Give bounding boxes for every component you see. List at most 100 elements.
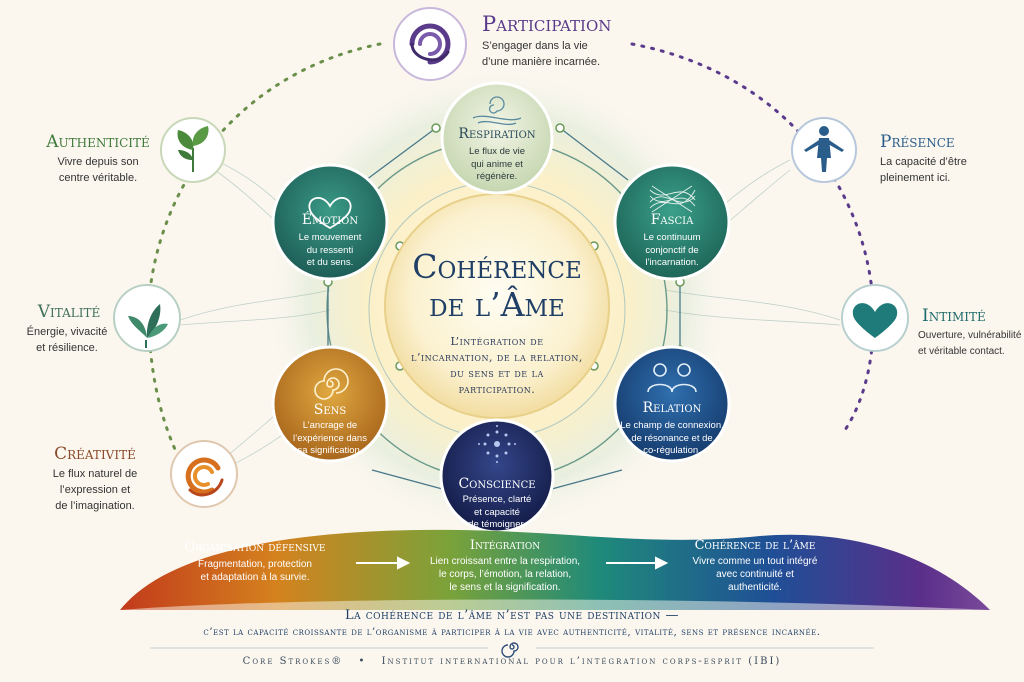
participation-circle bbox=[393, 7, 467, 81]
creativite-desc-2: l’expression et bbox=[59, 484, 131, 496]
node-links bbox=[327, 127, 681, 491]
emotion-desc: Le mouvement du ressenti et du sens. bbox=[285, 232, 375, 270]
emotion-title: Émotion bbox=[301, 212, 359, 228]
band-left-desc-2: et adaptation à la survie. bbox=[200, 572, 310, 583]
outer-dotted-arc-right bbox=[630, 42, 875, 432]
leaves-icon bbox=[128, 304, 168, 348]
vitalite-desc-2: et résilience. bbox=[36, 342, 98, 354]
conscience-title: Conscience bbox=[458, 476, 536, 492]
emotion-desc-2: du ressenti bbox=[306, 244, 354, 256]
emotion-desc-3: et du sens. bbox=[306, 257, 354, 268]
authenticite-desc-2: centre véritable. bbox=[58, 172, 138, 184]
footer-quote-line1: La cohérence de l’âme n’est pas une dest… bbox=[344, 608, 680, 623]
transition-band bbox=[120, 529, 990, 610]
presence-desc: La capacité d’être pleinement ici. bbox=[880, 154, 1010, 186]
heart-icon bbox=[852, 303, 898, 338]
band-right-desc-2: avec continuité et bbox=[716, 569, 794, 580]
sens-title: Sens bbox=[313, 402, 347, 418]
relation-desc-3: co-régulation. bbox=[643, 445, 701, 456]
band-right-title: Cohérence de l’âme bbox=[694, 538, 816, 553]
emotion-circle bbox=[271, 163, 389, 281]
fiber-mesh-icon bbox=[649, 185, 696, 213]
radiant-dots-icon bbox=[478, 425, 516, 463]
band-middle-desc-3: le sens et la signification. bbox=[449, 582, 561, 593]
authenticite-desc-1: Vivre depuis son bbox=[57, 156, 139, 168]
intimite-desc-2: et véritable contact. bbox=[918, 346, 1005, 357]
heart-outline-icon bbox=[308, 197, 352, 230]
participation-desc-2: d’une manière incarnée. bbox=[482, 56, 601, 68]
vitalite-desc-1: Énergie, vivacité bbox=[26, 326, 108, 338]
conscience-desc: Présence, clarté et capacité de témoigne… bbox=[452, 494, 542, 532]
participation-desc: S’engager dans la vie d’une manière inca… bbox=[482, 38, 632, 70]
standing-person-icon bbox=[804, 126, 844, 172]
breath-spiral-icon bbox=[472, 96, 522, 126]
center-subtitle-line4: participation. bbox=[458, 383, 536, 396]
presence-desc-2: pleinement ici. bbox=[880, 172, 951, 184]
presence-desc-1: La capacité d’être bbox=[880, 156, 967, 168]
vitalite-title: Vitalité bbox=[37, 302, 101, 322]
respiration-circle bbox=[440, 81, 554, 195]
center-title: Cohérence de l’Âme bbox=[392, 248, 602, 324]
emotion-desc-1: Le mouvement bbox=[298, 232, 362, 243]
band-middle-title: Intégration bbox=[469, 538, 541, 553]
participation-desc-1: S’engager dans la vie bbox=[482, 40, 588, 52]
band-left-title: Organisation défensive bbox=[184, 540, 326, 555]
vitalite-desc: Énergie, vivacité et résilience. bbox=[10, 324, 124, 356]
footer-separator: • bbox=[358, 656, 367, 667]
intimite-desc: Ouverture, vulnérabilité et véritable co… bbox=[918, 328, 1024, 360]
spiral-icon bbox=[314, 368, 349, 400]
fascia-title: Fascia bbox=[650, 212, 694, 228]
sens-desc-2: l’expérience dans bbox=[293, 432, 367, 444]
sens-circle bbox=[271, 345, 389, 463]
creativite-desc-1: Le flux naturel de bbox=[52, 468, 138, 480]
two-people-icon bbox=[647, 363, 697, 393]
relation-title: Relation bbox=[642, 400, 702, 416]
creativite-title: Créativité bbox=[54, 444, 136, 464]
sens-desc-3: sa signification. bbox=[297, 445, 363, 456]
sens-desc: L’ancrage de l’expérience dans sa signif… bbox=[280, 420, 380, 458]
band-left-desc-1: Fragmentation, protection bbox=[198, 559, 312, 570]
relation-desc-1: Le champ de connexion, bbox=[620, 420, 724, 431]
participation-title: Participation bbox=[482, 12, 612, 36]
center-title-line1: Cohérence bbox=[412, 247, 582, 286]
conscience-desc-3: de témoigner. bbox=[468, 519, 526, 530]
respiration-desc-3: régénère. bbox=[476, 171, 518, 182]
band-right-desc-3: authenticité. bbox=[728, 582, 782, 593]
vitalite-circle bbox=[113, 284, 181, 352]
arrow-right-icon-2 bbox=[606, 556, 669, 570]
intimite-desc-1: Ouverture, vulnérabilité bbox=[918, 330, 1022, 341]
authenticite-title: Authenticité bbox=[46, 132, 150, 152]
band-left-desc: Fragmentation, protection et adaptation … bbox=[170, 558, 340, 584]
sens-desc-1: L’ancrage de bbox=[302, 420, 358, 431]
conscience-desc-1: Présence, clarté bbox=[462, 494, 532, 505]
outer-dotted-arc-left bbox=[147, 42, 382, 462]
band-middle-desc-2: le corps, l’émotion, la relation, bbox=[438, 569, 572, 580]
arrow-right-icon-1 bbox=[356, 556, 411, 570]
creativite-desc: Le flux naturel de l’expression et de l’… bbox=[35, 466, 155, 514]
band-right-desc-1: Vivre comme un tout intégré bbox=[692, 556, 818, 567]
band-right-desc: Vivre comme un tout intégré avec continu… bbox=[670, 555, 840, 594]
center-subtitle-line3: du sens et de la bbox=[450, 367, 544, 380]
relation-desc: Le champ de connexion, de résonance et d… bbox=[617, 420, 727, 458]
respiration-title: Respiration bbox=[458, 126, 536, 142]
band-middle-desc-1: Lien croissant entre la respiration, bbox=[429, 556, 581, 567]
spiral-logo-icon bbox=[501, 642, 519, 658]
spiral-swirl-icon bbox=[409, 23, 451, 65]
presence-title: Présence bbox=[880, 132, 955, 152]
respiration-desc: Le flux de vie qui anime et régénère. bbox=[452, 146, 542, 184]
authenticite-desc: Vivre depuis son centre véritable. bbox=[38, 154, 158, 186]
respiration-desc-1: Le flux de vie bbox=[469, 146, 525, 157]
fascia-desc: Le continuum conjonctif de l’incarnation… bbox=[627, 232, 717, 270]
intimite-title: Intimité bbox=[922, 306, 986, 326]
band-shadow bbox=[120, 599, 990, 616]
footer-credits: Core Strokes® • Institut international p… bbox=[0, 656, 1024, 667]
fascia-desc-2: conjonctif de bbox=[645, 244, 699, 256]
sprout-leaves-icon bbox=[177, 126, 209, 172]
center-subtitle-line2: l’incarnation, de la relation, bbox=[411, 351, 583, 364]
conscience-desc-2: et capacité bbox=[474, 506, 520, 518]
center-title-line2: de l’Âme bbox=[429, 285, 565, 324]
relation-desc-2: de résonance et de bbox=[631, 432, 713, 444]
band-middle-desc: Lien croissant entre la respiration, le … bbox=[405, 555, 605, 594]
